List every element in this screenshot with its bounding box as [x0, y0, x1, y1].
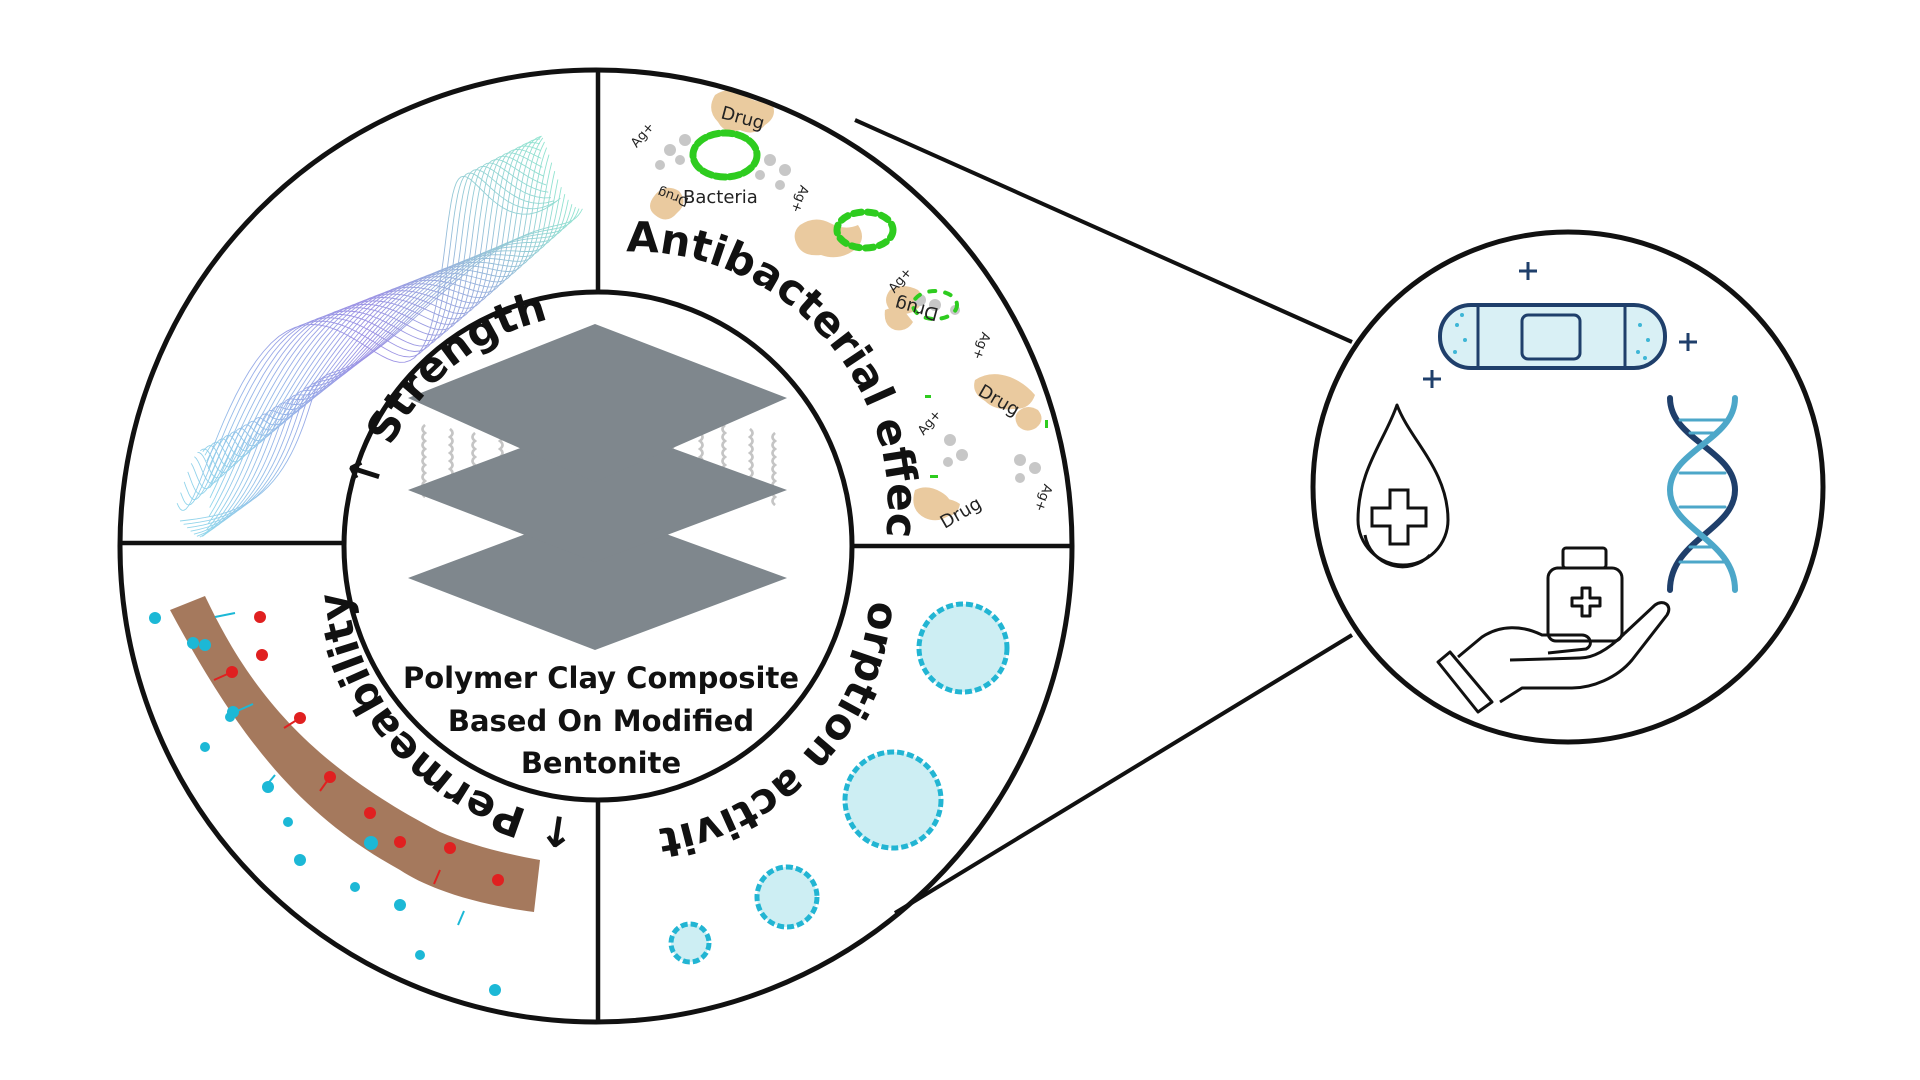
center-title-line1: Polymer Clay Composite	[403, 661, 799, 695]
connector-line-bottom	[893, 633, 1354, 915]
silver-ion-label: Ag+	[969, 330, 993, 361]
bacteria-cluster	[689, 129, 959, 321]
silver-ion-label: Ag+	[1031, 482, 1055, 513]
flow-arrows	[213, 612, 465, 926]
wave-strand	[206, 162, 553, 531]
wave-strand	[176, 175, 561, 511]
sorption-illustration	[668, 601, 1010, 965]
bandage-icon	[1423, 262, 1697, 388]
clay-sheet-middle	[408, 420, 787, 562]
clay-layers-illustration	[408, 324, 787, 650]
drug-cluster	[650, 90, 1042, 521]
sorption-particle-small	[754, 864, 820, 930]
silver-ion-label: Ag+	[628, 120, 658, 151]
silver-ion-label: Ag+	[787, 183, 811, 214]
bacteria-label: Bacteria	[683, 187, 758, 208]
sorption-particle-medium	[842, 749, 944, 851]
antibacterial-illustration: Bacteria Drug Drug Drug Drug Drug Ag+ Ag…	[628, 90, 1055, 533]
wave-strand	[200, 152, 543, 473]
clay-sheet-bottom	[408, 508, 787, 650]
hand-medicine-bottle-icon	[1436, 546, 1671, 714]
wave-strand	[187, 165, 552, 495]
wave-strand	[180, 172, 558, 506]
sorption-particle-large	[916, 601, 1010, 695]
center-title-line2: Based On Modified	[448, 704, 754, 738]
silver-ion-molecules	[655, 134, 1041, 483]
strength-wave-ribbon	[176, 135, 583, 538]
wave-strand	[183, 169, 555, 501]
bacteria-large	[689, 129, 761, 181]
wave-strand	[197, 155, 545, 479]
zoom-circle	[1310, 229, 1826, 745]
bacteria-medium	[833, 208, 897, 252]
clay-sheet-top	[408, 324, 787, 482]
cyan-particles	[149, 612, 501, 996]
wave-strand	[194, 159, 547, 484]
connector-line-top	[854, 118, 1353, 344]
dna-icon	[1666, 395, 1739, 593]
bacteria-small	[911, 289, 959, 321]
wave-strand	[207, 154, 550, 525]
permeability-illustration	[149, 596, 540, 996]
blood-drop-cross-icon	[1356, 403, 1450, 569]
sorption-particle-tiny	[668, 921, 712, 965]
silver-ion-label: Ag+	[915, 407, 945, 438]
wave-strand	[193, 199, 569, 535]
wave-strand	[206, 142, 541, 462]
wave-strand	[208, 135, 541, 479]
center-title-line3: Bentonite	[521, 746, 681, 780]
